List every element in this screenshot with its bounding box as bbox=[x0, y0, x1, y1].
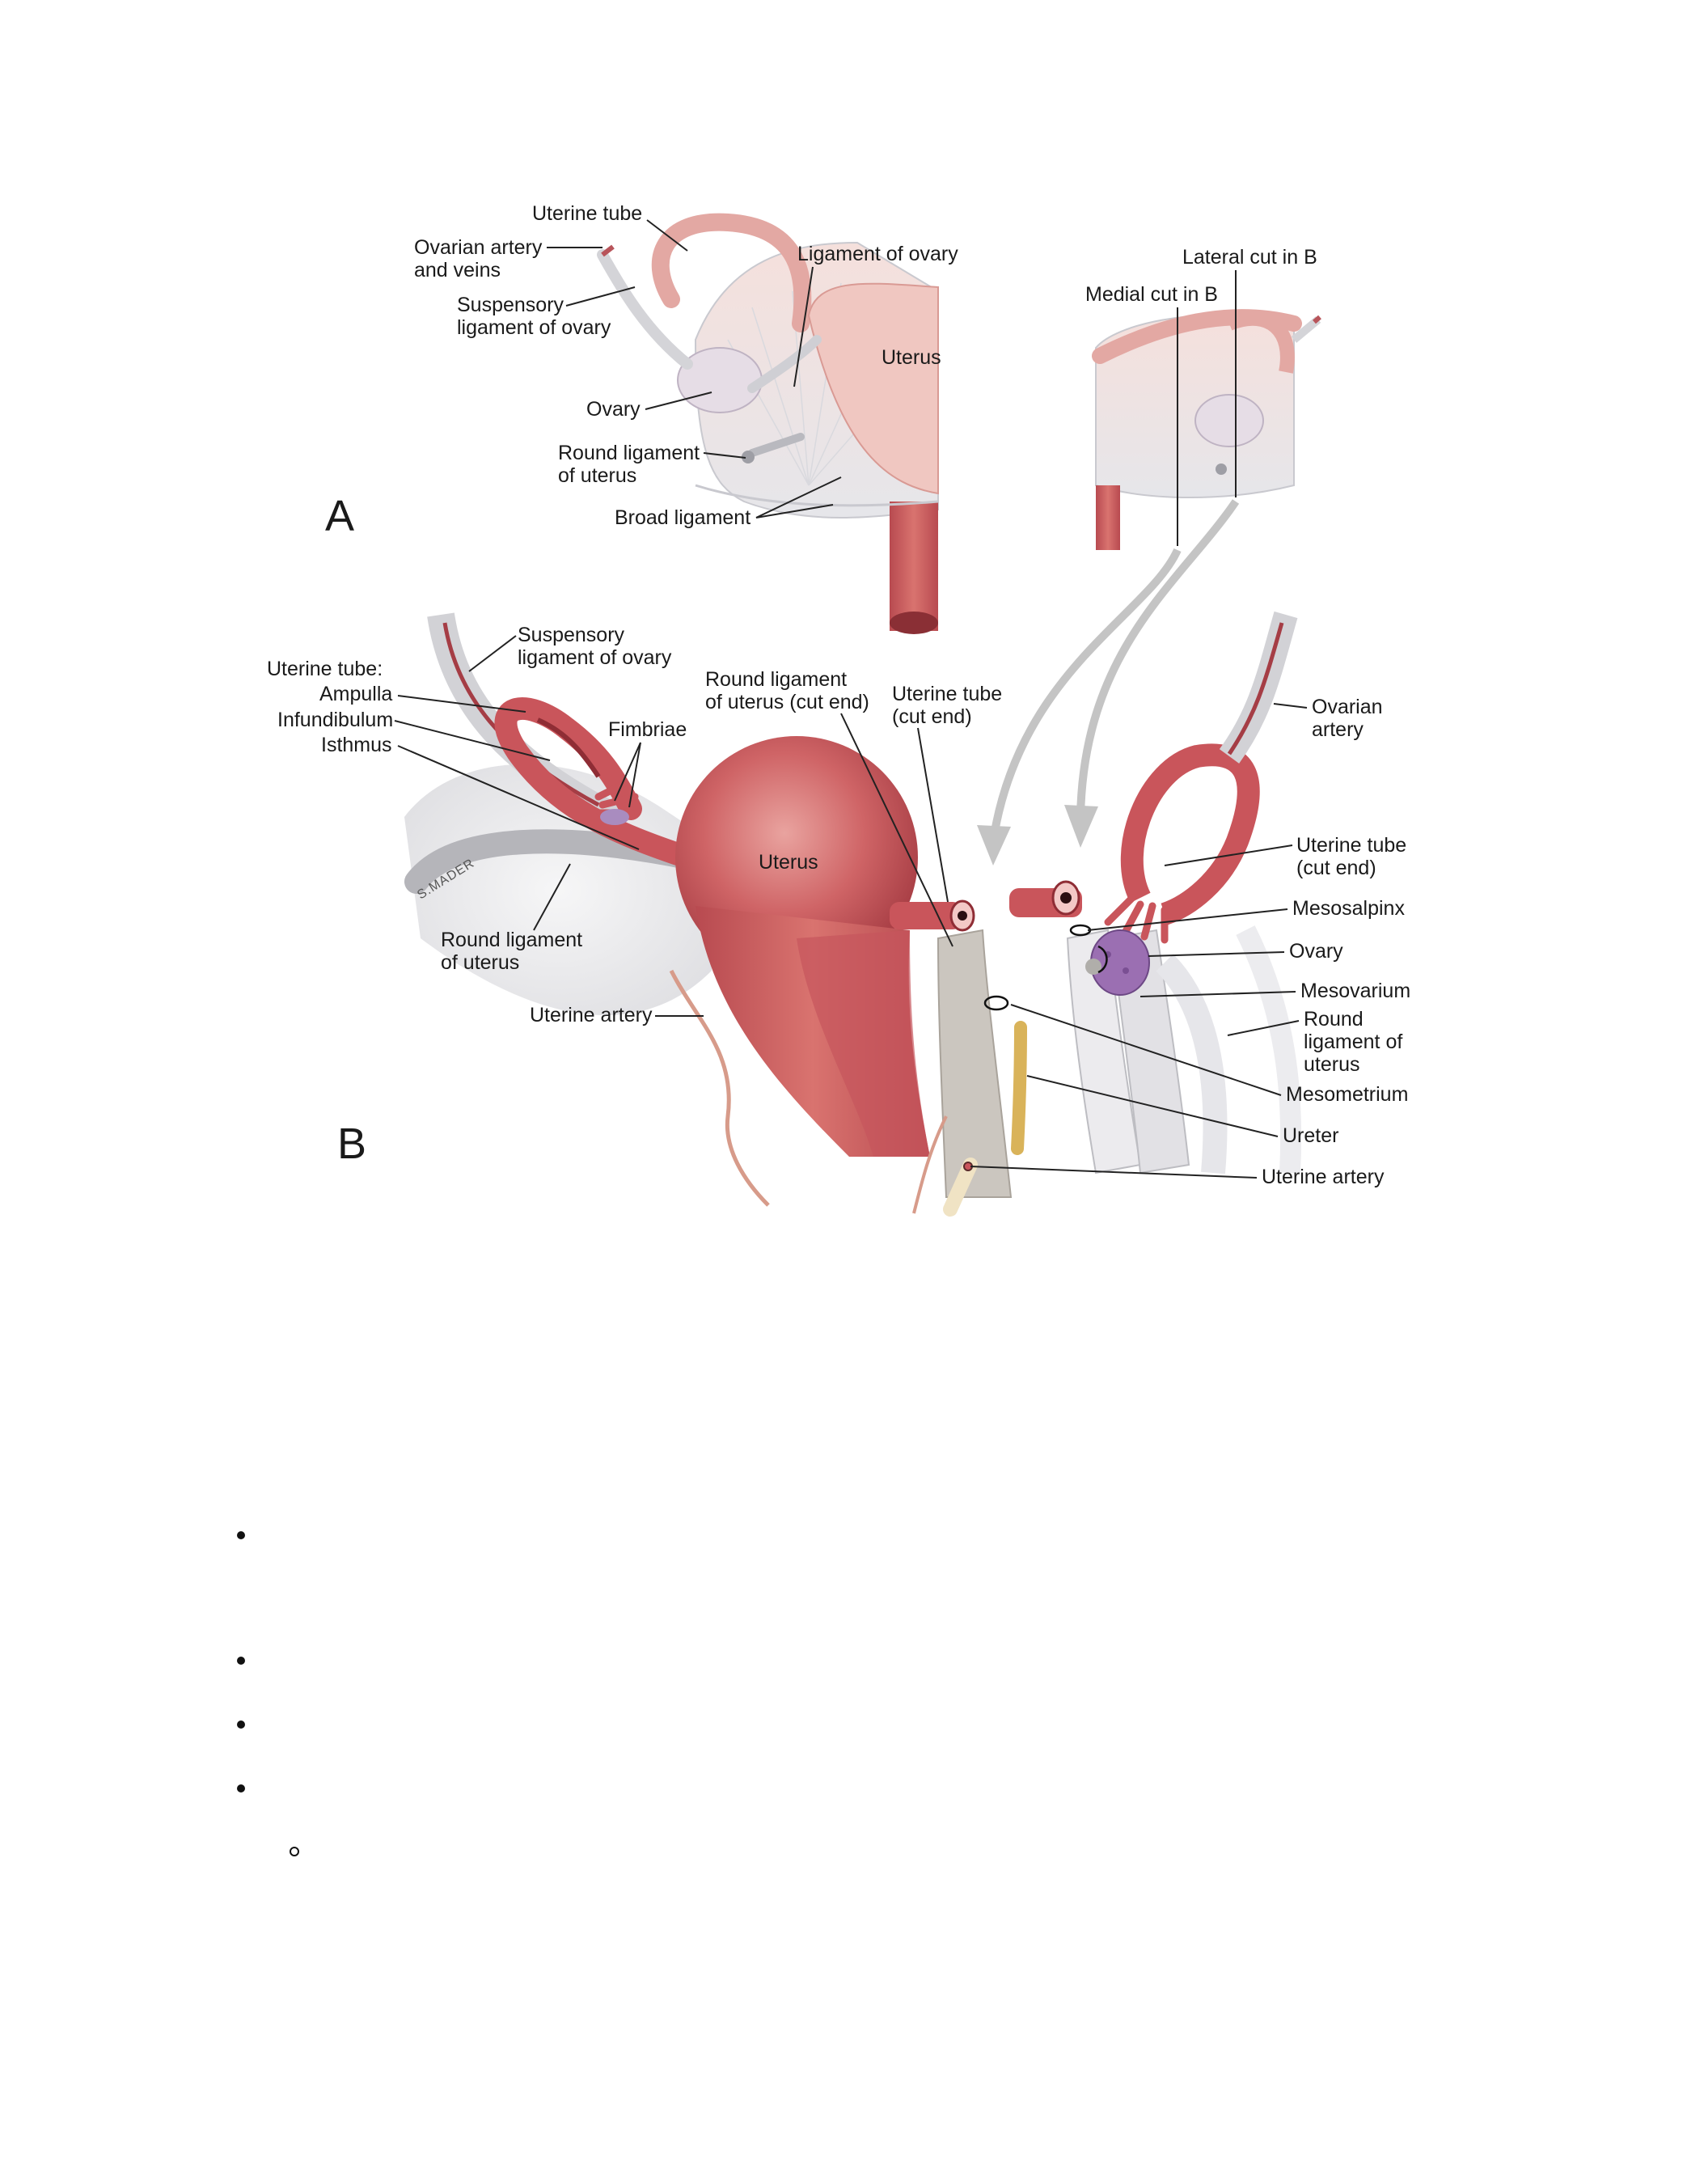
panel-label-a: A bbox=[325, 492, 354, 540]
label-infundibulum: Infundibulum bbox=[277, 709, 393, 731]
label-uterine-artery-left: Uterine artery bbox=[530, 1004, 653, 1026]
label-ovarian-artery-a-2: and veins bbox=[414, 259, 501, 281]
label-broad-ligament: Broad ligament bbox=[615, 506, 750, 529]
ureter-shape bbox=[1011, 1021, 1027, 1155]
list-item-bullet bbox=[237, 1784, 245, 1792]
label-isthmus: Isthmus bbox=[321, 734, 392, 756]
label-round-ligament-cut-2: of uterus (cut end) bbox=[705, 691, 869, 713]
label-uterine-tube-a: Uterine tube bbox=[532, 202, 642, 225]
label-mesosalpinx: Mesosalpinx bbox=[1292, 897, 1405, 920]
label-tube-cut-right-2: (cut end) bbox=[1296, 857, 1376, 879]
cut-indicator-arrows bbox=[977, 499, 1240, 866]
label-round-ligament-b-2: of uterus bbox=[441, 951, 519, 974]
uterus-shape-a bbox=[807, 282, 939, 495]
list-item-bullet bbox=[237, 1721, 245, 1729]
label-suspensory-b-2: ligament of ovary bbox=[518, 646, 672, 669]
label-ovary-b: Ovary bbox=[1289, 940, 1343, 963]
label-ovarian-artery-b-1: Ovarian bbox=[1312, 696, 1383, 718]
label-round-ligament-right-1: Round bbox=[1304, 1008, 1364, 1031]
vagina-shape-a bbox=[890, 502, 938, 631]
list-subitem-bullet bbox=[290, 1847, 299, 1856]
uterine-tube-shape-right bbox=[1120, 743, 1260, 925]
label-lateral-cut: Lateral cut in B bbox=[1182, 246, 1317, 269]
label-tube-cut-1: Uterine tube bbox=[892, 683, 1002, 705]
panel-b-illustration: S.MADER bbox=[404, 611, 1302, 1217]
label-ovarian-artery-a-1: Ovarian artery bbox=[414, 236, 543, 259]
label-tube-cut-2: (cut end) bbox=[892, 705, 972, 728]
label-mesometrium: Mesometrium bbox=[1286, 1083, 1408, 1106]
label-uterus-b: Uterus bbox=[759, 851, 818, 874]
uterine-tube-shape-left bbox=[494, 697, 699, 869]
anatomy-figure: A Uterine tube Ovarian artery and veins … bbox=[267, 202, 1410, 1217]
label-uterine-artery-right: Uterine artery bbox=[1262, 1166, 1385, 1188]
panel-a-illustration bbox=[597, 213, 939, 634]
uterine-tube-shape-a bbox=[651, 213, 812, 332]
label-ovarian-artery-b-2: artery bbox=[1312, 718, 1364, 741]
label-round-ligament-a-2: of uterus bbox=[558, 464, 636, 487]
medial-cut-arrow bbox=[989, 548, 1182, 842]
label-ampulla: Ampulla bbox=[319, 683, 392, 705]
label-round-ligament-cut-1: Round ligament bbox=[705, 668, 847, 691]
label-fimbriae: Fimbriae bbox=[608, 718, 687, 741]
panel-label-b: B bbox=[337, 1120, 366, 1168]
label-round-ligament-right-2: ligament of bbox=[1304, 1031, 1402, 1053]
label-ureter: Ureter bbox=[1283, 1124, 1338, 1147]
label-round-ligament-a-1: Round ligament bbox=[558, 442, 700, 464]
label-uterine-tube-head: Uterine tube: bbox=[267, 658, 383, 680]
panel-a-right-view bbox=[1092, 309, 1321, 550]
ovary-shape-a bbox=[677, 347, 763, 413]
label-round-ligament-right-3: uterus bbox=[1304, 1053, 1359, 1076]
label-medial-cut: Medial cut in B bbox=[1085, 283, 1218, 306]
list-item-bullet bbox=[237, 1657, 245, 1665]
label-tube-cut-right-1: Uterine tube bbox=[1296, 834, 1406, 857]
list-item-bullet bbox=[237, 1531, 245, 1539]
label-suspensory-a-2: ligament of ovary bbox=[457, 316, 611, 339]
label-mesovarium: Mesovarium bbox=[1300, 980, 1410, 1002]
label-suspensory-a-1: Suspensory bbox=[457, 294, 564, 316]
mesometrium-cut-left bbox=[937, 929, 1013, 1198]
label-ovary-a: Ovary bbox=[586, 398, 641, 421]
fimbriae-shape-right bbox=[1104, 894, 1169, 944]
label-suspensory-b-1: Suspensory bbox=[518, 624, 625, 646]
lateral-cut-arrow bbox=[1076, 499, 1240, 818]
label-round-ligament-b-1: Round ligament bbox=[441, 929, 582, 951]
label-ligament-of-ovary: Ligament of ovary bbox=[797, 243, 958, 265]
label-uterus-a: Uterus bbox=[882, 346, 941, 369]
